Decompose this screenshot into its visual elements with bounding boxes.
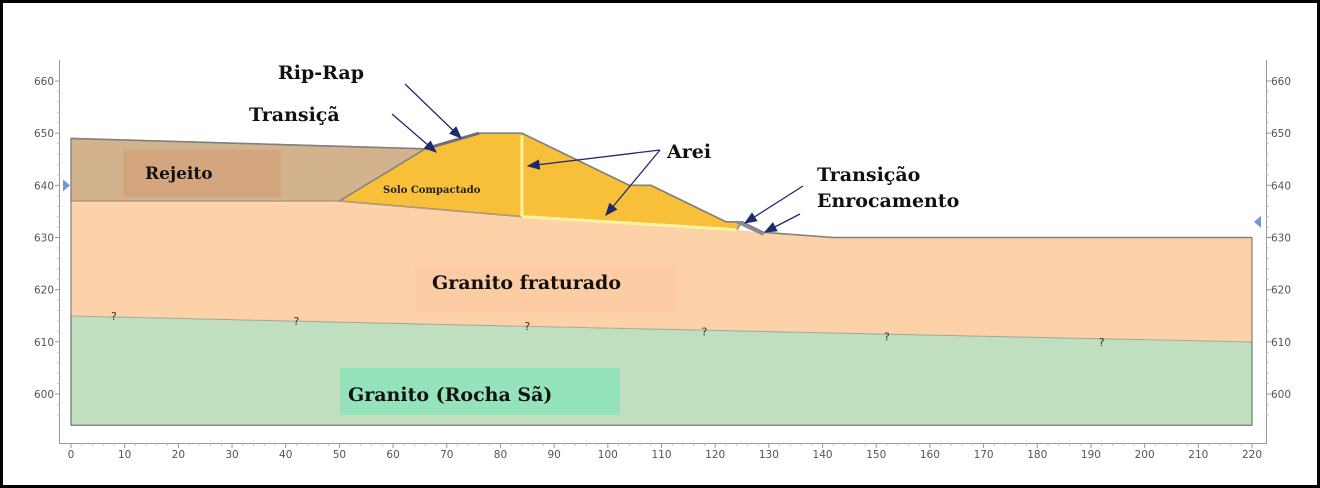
right-boundary-marker: [1254, 215, 1261, 228]
y-tick-label-left: 600: [34, 389, 54, 401]
rejeito-highlight: [123, 150, 281, 197]
uncertain-contact-marker: ?: [524, 320, 530, 333]
y-tick-label-left: 610: [34, 337, 54, 349]
label-granito-rocha-sa: Granito (Rocha Sã): [348, 384, 552, 406]
tick-labels: 0 10 20 30 40 50 60 70 80 90 100 110 120 130 140 150 160…: [34, 76, 1291, 461]
x-tick-label: 70: [440, 449, 453, 461]
arrow-areia-horizontal: [605, 149, 661, 216]
granito-fraturado-highlight: [415, 266, 677, 312]
uncertain-contact-marker: ?: [294, 315, 300, 328]
label-arrows: [391, 83, 804, 233]
y-tick-label-left: 630: [34, 233, 54, 245]
x-tick-label: 160: [920, 449, 940, 461]
x-tick-label: 0: [68, 449, 75, 461]
y-tick-label-right: 600: [1271, 389, 1291, 401]
arrow-areia-vertical: [526, 149, 661, 170]
label-granito-fraturado: Granito fraturado: [432, 272, 621, 294]
x-tick-label: 60: [386, 449, 399, 461]
x-tick-label: 200: [1135, 449, 1155, 461]
arrow-transicao-right: [743, 185, 804, 224]
x-tick-label: 120: [705, 449, 725, 461]
y-tick-label-right: 640: [1271, 180, 1291, 192]
uncertain-contact-marker: ?: [884, 331, 890, 344]
label-rip-rap: Rip-Rap: [278, 62, 364, 84]
x-tick-label: 150: [866, 449, 886, 461]
uncertain-contact-marker: ?: [1099, 336, 1105, 349]
question-marks: ??????: [111, 310, 1105, 349]
x-tick-label: 50: [333, 449, 346, 461]
x-tick-label: 180: [1027, 449, 1047, 461]
toe-transition-layer: [736, 220, 765, 236]
y-tick-label-right: 620: [1271, 285, 1291, 297]
x-tick-label: 90: [547, 449, 560, 461]
x-tick-label: 100: [598, 449, 618, 461]
y-tick-label-right: 610: [1271, 337, 1291, 349]
contact-line: [71, 200, 522, 217]
rock-contact-line: [70, 315, 1253, 343]
arrow-rip-rap: [404, 83, 462, 139]
y-tick-label-left: 640: [34, 180, 54, 192]
x-tick-label: 220: [1242, 449, 1262, 461]
x-tick-label: 190: [1081, 449, 1101, 461]
x-tick-label: 170: [974, 449, 994, 461]
x-tick-label: 30: [225, 449, 238, 461]
x-tick-label: 110: [651, 449, 671, 461]
label-highlights: [123, 150, 677, 415]
uncertain-contact-marker: ?: [111, 310, 117, 323]
x-tick-label: 20: [172, 449, 185, 461]
y-tick-label-left: 650: [34, 128, 54, 140]
rocha-sa-highlight: [340, 368, 620, 415]
arrow-enrocamento: [763, 213, 801, 233]
label-rejeito: Rejeito: [145, 164, 213, 184]
x-tick-label: 130: [759, 449, 779, 461]
y-tick-label-right: 630: [1271, 233, 1291, 245]
arrow-transicao-left: [391, 113, 437, 153]
y-tick-label-left: 660: [34, 76, 54, 88]
sand-drain-horizontal: [521, 215, 737, 232]
label-transicao-left: Transiçã: [249, 104, 340, 126]
x-tick-label: 210: [1188, 449, 1208, 461]
label-areia: Arei: [666, 141, 711, 163]
y-tick-label-left: 620: [34, 285, 54, 297]
y-tick-label-right: 650: [1271, 128, 1291, 140]
label-transicao-right: Transição: [817, 164, 920, 186]
x-tick-label: 140: [813, 449, 833, 461]
axes: [59, 60, 1267, 444]
label-enrocamento: Enrocamento: [817, 190, 959, 212]
x-tick-label: 40: [279, 449, 292, 461]
uncertain-contact-marker: ?: [702, 325, 708, 338]
y-tick-label-right: 660: [1271, 76, 1291, 88]
x-tick-label: 10: [118, 449, 131, 461]
x-tick-label: 80: [494, 449, 507, 461]
left-boundary-marker: [63, 179, 70, 192]
label-solo-compactado: Solo Compactado: [383, 185, 481, 196]
